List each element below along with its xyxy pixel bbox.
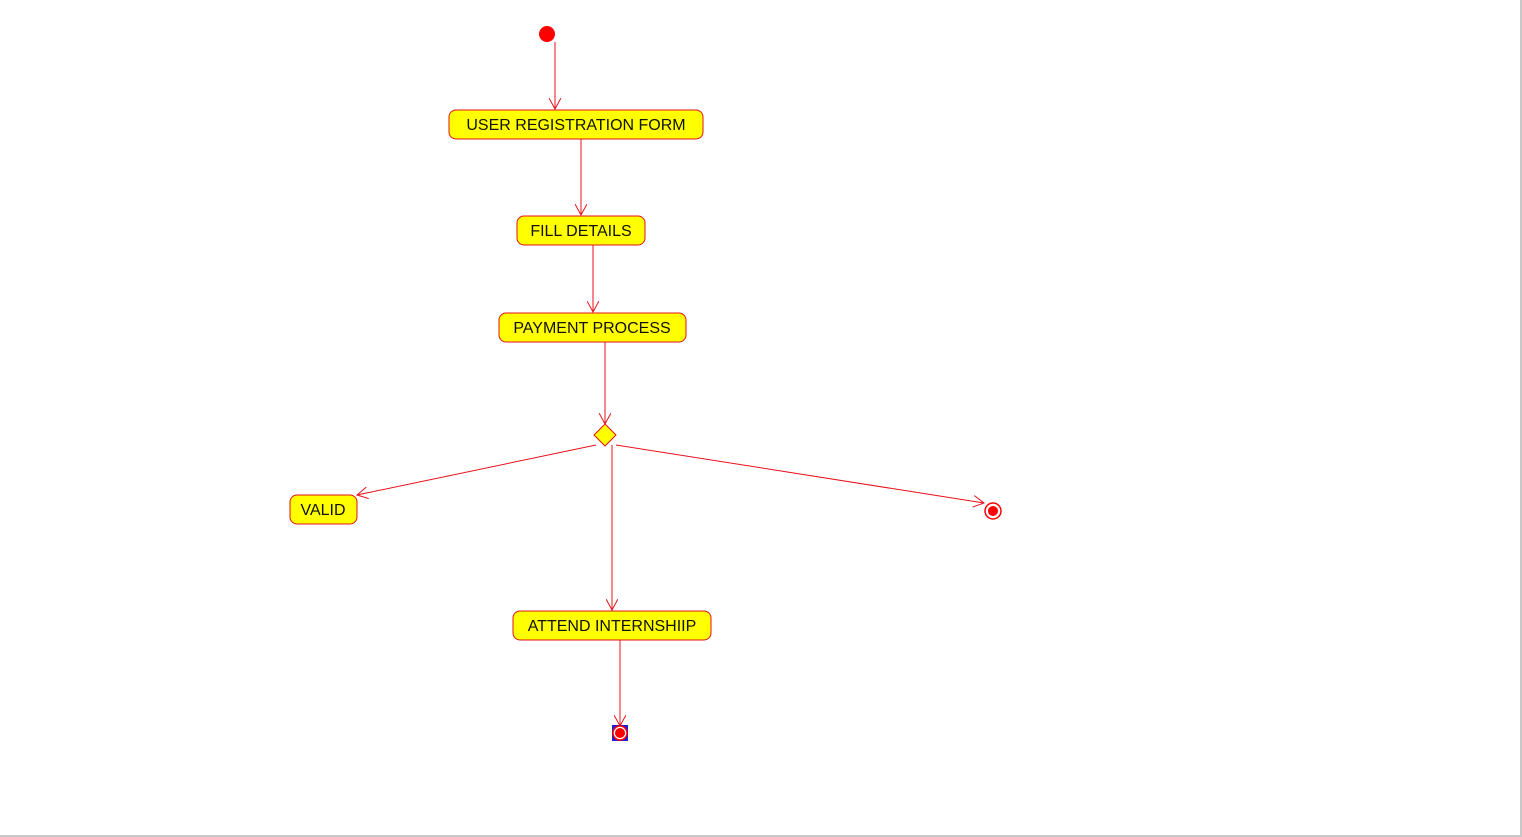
action-label: VALID bbox=[300, 502, 345, 519]
action-fill-details[interactable]: FILL DETAILS bbox=[516, 215, 646, 246]
flow-decision-to-final[interactable] bbox=[615, 444, 984, 503]
action-label: ATTEND INTERNSHIIP bbox=[528, 618, 697, 635]
flow-decision-to-valid[interactable] bbox=[357, 444, 597, 495]
action-valid[interactable]: VALID bbox=[289, 494, 358, 525]
control-flows bbox=[357, 42, 984, 726]
action-label: USER REGISTRATION FORM bbox=[466, 117, 685, 134]
action-label: PAYMENT PROCESS bbox=[513, 320, 670, 337]
action-payment-process[interactable]: PAYMENT PROCESS bbox=[498, 312, 687, 343]
action-label: FILL DETAILS bbox=[530, 223, 631, 240]
decision-node-icon[interactable] bbox=[593, 423, 617, 447]
initial-node-icon[interactable] bbox=[539, 26, 555, 42]
action-user-registration-form[interactable]: USER REGISTRATION FORM bbox=[448, 109, 704, 140]
final-node-bottom-icon[interactable] bbox=[612, 725, 628, 741]
action-attend-internship[interactable]: ATTEND INTERNSHIIP bbox=[512, 610, 712, 641]
final-node-right-icon[interactable] bbox=[984, 502, 1002, 520]
